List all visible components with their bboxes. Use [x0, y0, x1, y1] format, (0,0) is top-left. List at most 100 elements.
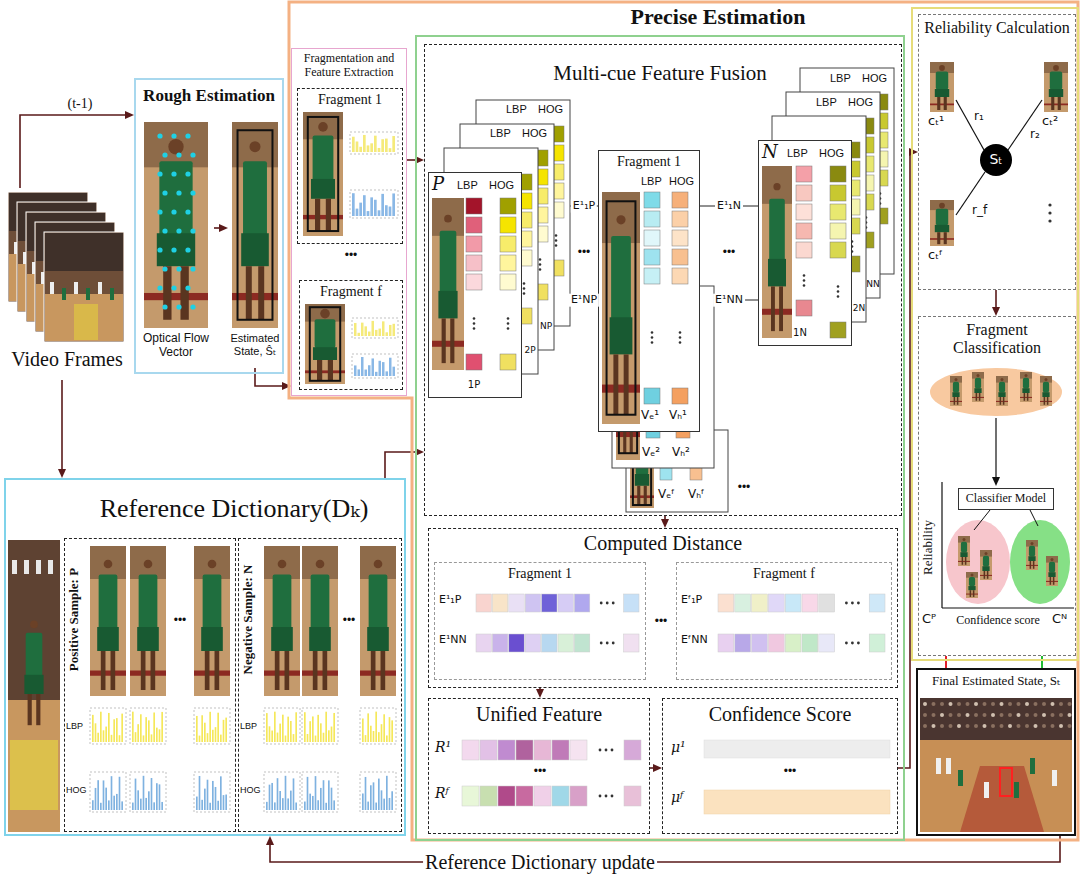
shape — [50, 282, 54, 294]
shape — [968, 586, 975, 590]
shape — [1003, 397, 1005, 405]
computed-distance-box: Computed DistanceFragment 1E¹₁PE¹NNFragm… — [428, 528, 898, 688]
shape — [946, 758, 951, 774]
shape — [644, 268, 660, 284]
shape — [500, 354, 516, 370]
shape — [132, 712, 134, 742]
shape — [972, 372, 984, 379]
shape — [161, 802, 163, 810]
shape — [1024, 393, 1026, 401]
illustration-group — [462, 740, 641, 806]
shape — [672, 211, 688, 227]
shape — [958, 536, 970, 566]
ellipse-region — [946, 520, 1010, 604]
shape — [378, 732, 380, 742]
arrow-head — [266, 836, 274, 845]
shape — [558, 594, 573, 612]
shape — [644, 211, 660, 227]
dot — [1017, 713, 1021, 717]
dot — [176, 266, 181, 271]
shape — [151, 778, 153, 810]
shape — [1028, 556, 1035, 561]
shape — [194, 772, 230, 812]
shape — [480, 740, 497, 760]
dot — [940, 702, 944, 706]
illustration-group — [704, 740, 890, 814]
illustration-group — [144, 122, 208, 328]
dot — [1025, 724, 1029, 728]
connector — [650, 764, 662, 772]
shape — [752, 634, 768, 652]
dot — [1051, 724, 1055, 728]
shape — [313, 136, 334, 181]
shape — [48, 560, 53, 574]
shape — [930, 200, 954, 210]
shape — [302, 708, 338, 744]
shape — [130, 546, 166, 696]
dot — [190, 228, 195, 233]
dot — [185, 171, 190, 176]
dot — [523, 282, 526, 285]
dot — [1051, 713, 1055, 717]
feature-fusion-box: Multi-cue Feature FusionPLBPHOG1PFragmen… — [424, 44, 902, 516]
shape — [391, 791, 393, 810]
shape — [972, 372, 984, 402]
illustration — [239, 539, 403, 833]
shape — [194, 671, 230, 676]
dot — [599, 795, 602, 798]
dot — [539, 263, 542, 266]
shape — [317, 715, 319, 742]
shape — [830, 166, 846, 182]
edge-label: (t-1) — [66, 96, 95, 112]
shape — [223, 795, 225, 810]
shape — [180, 266, 188, 320]
arrow-head — [125, 111, 134, 119]
dot — [1000, 702, 1004, 706]
leader-line — [995, 418, 996, 478]
shape — [159, 729, 161, 742]
shape — [264, 671, 300, 676]
shape — [954, 397, 956, 405]
rough-estimation-box: Rough EstimationOptical Flow VectorEstim… — [134, 78, 284, 374]
shape — [386, 371, 389, 376]
shape — [290, 791, 292, 810]
dot — [605, 749, 608, 752]
shape — [358, 369, 361, 376]
shape — [373, 731, 375, 742]
dot — [957, 702, 961, 706]
leader-line — [1030, 510, 1038, 526]
shape — [1022, 388, 1029, 393]
shape — [718, 594, 734, 612]
shape — [1026, 565, 1038, 566]
shape — [333, 800, 335, 810]
shape — [672, 388, 688, 404]
dot — [1025, 374, 1028, 377]
shape — [466, 274, 482, 290]
shape — [315, 199, 320, 231]
shape — [958, 770, 963, 786]
shape — [370, 785, 372, 810]
shape — [542, 634, 557, 652]
node-text: 1P — [459, 379, 489, 391]
shape — [90, 546, 126, 579]
shape — [374, 136, 377, 152]
shape — [552, 740, 569, 760]
shape — [1049, 89, 1063, 97]
shape — [100, 803, 102, 810]
dot — [473, 322, 476, 325]
node-title: Rough Estimation — [136, 86, 282, 106]
shape — [309, 721, 311, 742]
dot — [176, 304, 181, 309]
dot — [600, 602, 603, 605]
shape — [315, 776, 317, 810]
shape — [920, 698, 1072, 832]
illustration-group — [8, 540, 60, 832]
shape — [819, 594, 835, 612]
node-text: R¹ — [435, 739, 461, 755]
shape — [950, 376, 962, 406]
shape — [644, 230, 660, 246]
shape — [323, 651, 328, 690]
shape — [819, 634, 835, 652]
shape — [100, 712, 102, 742]
dot — [555, 234, 558, 237]
